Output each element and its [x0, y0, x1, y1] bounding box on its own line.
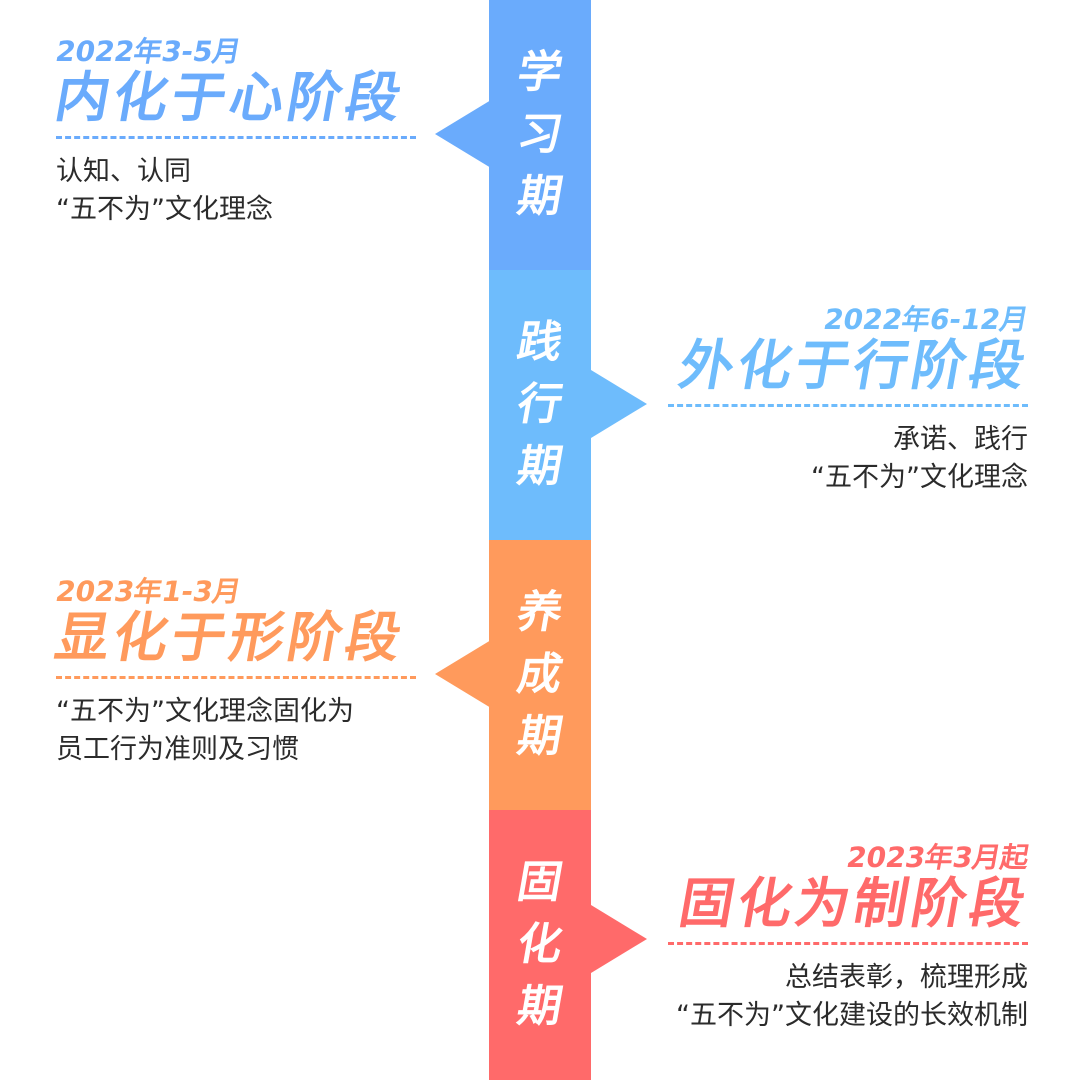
- description-line: 认知、认同: [56, 156, 191, 187]
- arrow-pointer-stage-4: [591, 905, 647, 973]
- stage-card-3: 2023年1-3月 显化于形阶段 “五不为”文化理念固化为 员工行为准则及习惯: [51, 575, 476, 769]
- stage-date: 2022年3-5月: [53, 35, 244, 68]
- dashed-divider: [56, 136, 416, 139]
- stage-date: 2023年3月起: [843, 841, 1031, 874]
- description-line: 总结表彰，梳理形成: [785, 962, 1028, 993]
- arrow-pointer-stage-3: [435, 640, 491, 708]
- stage-description: 承诺、践行 “五不为”文化理念: [608, 421, 1028, 497]
- stage-card-1: 2022年3-5月 内化于心阶段 认知、认同 “五不为”文化理念: [51, 35, 476, 229]
- dashed-divider: [56, 676, 416, 679]
- phase-label-char: 期: [513, 441, 567, 492]
- stage-description: 总结表彰，梳理形成 “五不为”文化建设的长效机制: [608, 959, 1028, 1035]
- description-line: “五不为”文化理念: [56, 194, 273, 225]
- phase-segment-learning: 学 习 期: [489, 0, 591, 270]
- stage-card-4: 2023年3月起 固化为制阶段 总结表彰，梳理形成 “五不为”文化建设的长效机制: [608, 841, 1034, 1035]
- phase-label-char: 学: [513, 47, 567, 98]
- description-line: “五不为”文化理念固化为: [56, 696, 354, 727]
- stage-title: 外化于行阶段: [674, 334, 1034, 397]
- dashed-divider: [668, 942, 1028, 945]
- phase-label-char: 固: [513, 857, 567, 908]
- description-line: 承诺、践行: [893, 424, 1028, 455]
- phase-label-char: 化: [513, 919, 567, 970]
- arrow-pointer-stage-1: [435, 100, 491, 168]
- phase-segment-consolidation: 固 化 期: [489, 810, 591, 1080]
- timeline-spine: 学 习 期 践 行 期 养 成 期 固 化 期: [489, 0, 591, 1080]
- phase-segment-practice: 践 行 期: [489, 270, 591, 540]
- description-line: 员工行为准则及习惯: [56, 734, 299, 765]
- stage-description: 认知、认同 “五不为”文化理念: [56, 153, 476, 229]
- phase-label-char: 期: [513, 711, 567, 762]
- stage-date: 2022年6-12月: [821, 303, 1031, 336]
- stage-title: 固化为制阶段: [674, 872, 1034, 935]
- description-line: “五不为”文化理念: [811, 462, 1028, 493]
- phase-segment-formation: 养 成 期: [489, 540, 591, 810]
- phase-label-char: 成: [513, 649, 567, 700]
- phase-label-char: 行: [513, 379, 567, 430]
- phase-label-char: 践: [513, 317, 567, 368]
- arrow-pointer-stage-2: [591, 370, 647, 438]
- stage-title: 显化于形阶段: [50, 606, 410, 669]
- phase-label-char: 期: [513, 981, 567, 1032]
- phase-label-char: 习: [513, 109, 567, 160]
- phase-label-char: 期: [513, 171, 567, 222]
- stage-title: 内化于心阶段: [50, 66, 410, 129]
- stage-card-2: 2022年6-12月 外化于行阶段 承诺、践行 “五不为”文化理念: [608, 303, 1034, 497]
- stage-date: 2023年1-3月: [53, 575, 244, 608]
- stage-description: “五不为”文化理念固化为 员工行为准则及习惯: [56, 693, 476, 769]
- dashed-divider: [668, 404, 1028, 407]
- description-line: “五不为”文化建设的长效机制: [676, 1000, 1028, 1031]
- phase-label-char: 养: [513, 587, 567, 638]
